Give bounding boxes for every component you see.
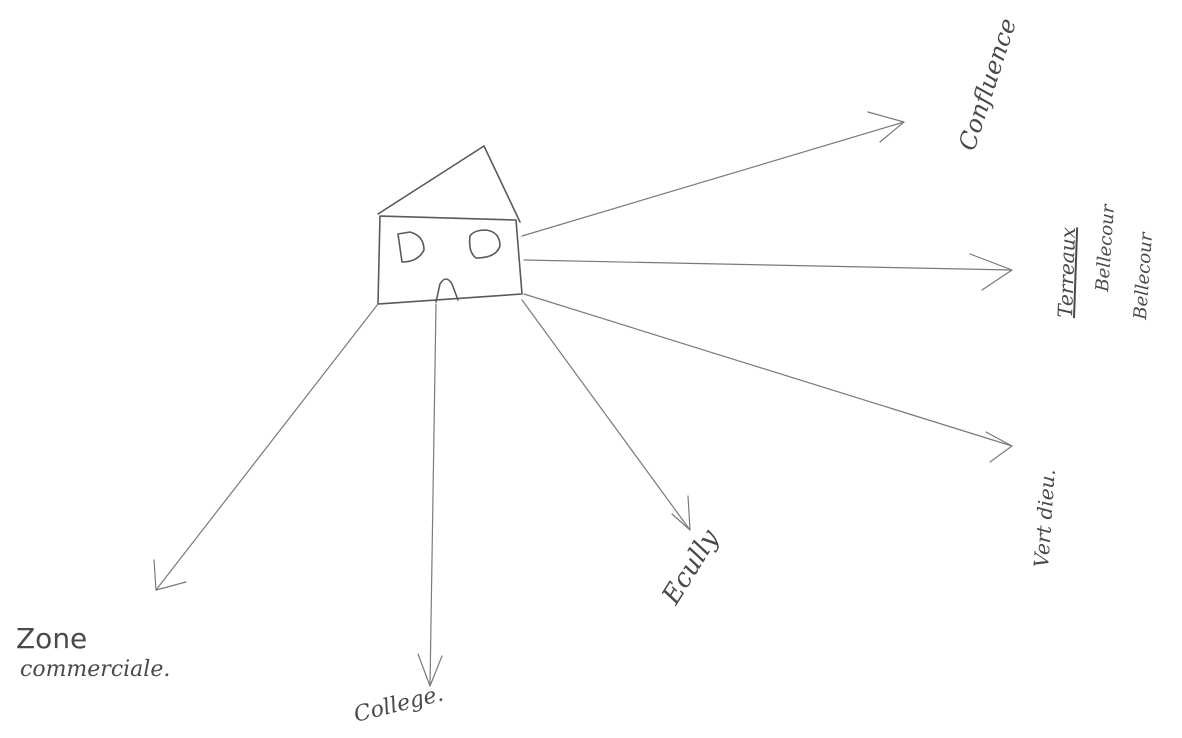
label-vert-dieu: Vert dieu.	[1029, 468, 1060, 568]
label-terreaux: Terreaux	[1053, 227, 1080, 318]
arrow-to-college	[418, 304, 442, 686]
arrow-to-ecully	[522, 300, 690, 530]
label-bellecour-2: Bellecour	[1130, 231, 1157, 322]
label-bellecour-1: Bellecour	[1092, 203, 1119, 294]
label-ecully: Ecully	[656, 524, 725, 610]
label-zone-line1: Zone	[16, 622, 87, 655]
arrow-to-zone-commerciale	[154, 304, 378, 590]
home-house	[378, 146, 522, 304]
house-window-left	[398, 232, 424, 262]
label-zone-line2: commerciale.	[20, 657, 170, 682]
house-roof	[378, 146, 520, 222]
arrow-to-vert-dieu	[524, 294, 1012, 462]
arrow-to-terreaux	[524, 254, 1012, 290]
label-confluence: Confluence	[953, 15, 1022, 154]
arrow-to-confluence	[522, 112, 904, 236]
house-window-right	[470, 230, 500, 258]
house-walls	[378, 216, 522, 304]
label-college: College.	[351, 681, 446, 727]
